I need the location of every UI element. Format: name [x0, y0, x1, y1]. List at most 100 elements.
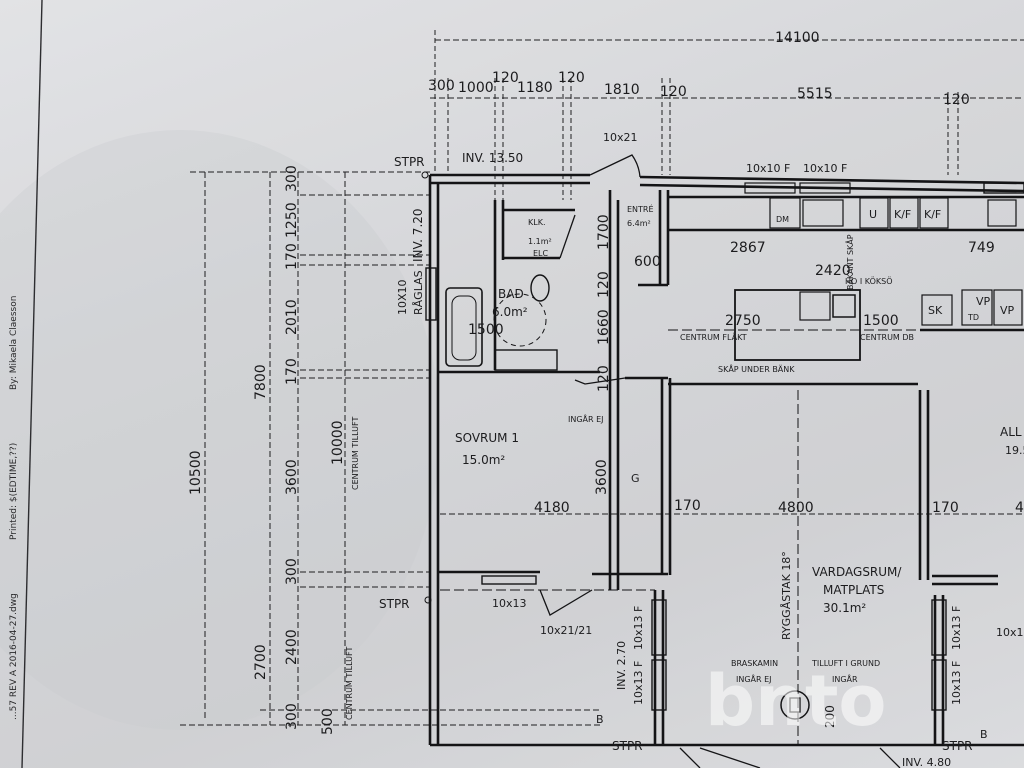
label-bank-skap: BAKANT SKÅP — [844, 234, 855, 290]
label-bad: BAD — [498, 287, 524, 301]
dim-300: 300 — [428, 78, 455, 94]
label-dm: DM — [776, 215, 789, 224]
dim-2867: 2867 — [730, 240, 766, 256]
label-u: U — [869, 208, 877, 221]
label-centrum-db: CENTRUM DB — [860, 333, 914, 342]
label-kf-1: K/F — [894, 208, 911, 221]
label-stpr-4: STPR — [942, 739, 973, 753]
dim-1500b: 1500 — [863, 313, 899, 329]
label-ryggastak: RYGGÅSTAK 18° — [780, 551, 793, 640]
label-tilluft-grund: TILLUFT I GRUND — [811, 659, 880, 668]
dim-170a: 170 — [284, 243, 300, 270]
dim-500: 500 — [320, 708, 336, 735]
label-inv-270: INV. 2.70 — [615, 641, 628, 690]
label-window-10x10f-b: 10x10 F — [803, 162, 847, 175]
dim-2010: 2010 — [284, 299, 300, 335]
dim-4180: 4180 — [534, 500, 570, 516]
windows — [425, 182, 1024, 711]
dim-600: 600 — [634, 254, 661, 270]
dim-170b: 170 — [284, 358, 300, 385]
dim-2400: 2400 — [284, 629, 300, 665]
label-sovrum-area: 15.0m² — [462, 453, 505, 467]
dim-4800: 4800 — [778, 500, 814, 516]
dim-1180: 1180 — [517, 80, 553, 96]
label-ingar-ej-1: INGÅR EJ — [568, 413, 604, 424]
label-matplats: MATPLATS — [823, 583, 884, 597]
label-raglas: RÅGLAS — [412, 270, 425, 315]
dim-1660: 1660 — [596, 309, 612, 345]
dim-10500: 10500 — [188, 450, 204, 495]
label-vp-1: VP — [976, 295, 991, 308]
label-b-2: B — [980, 728, 988, 741]
dim-1700: 1700 — [596, 214, 612, 250]
bath-sink — [494, 349, 558, 371]
label-b-1: B — [596, 713, 604, 726]
dim-120d: 120 — [943, 92, 970, 108]
label-g: G — [631, 472, 640, 485]
label-all-partial: ALL — [1000, 425, 1022, 439]
dim-5515: 5515 — [797, 86, 833, 102]
label-window-10x13: 10x13 — [492, 597, 527, 610]
label-inv-1350: INV. 13.50 — [462, 151, 523, 165]
sink-island — [832, 294, 856, 318]
label-vp-2: VP — [1000, 304, 1015, 317]
label-elc: ELC — [533, 249, 549, 258]
dim-749: 749 — [968, 240, 995, 256]
kitchen-units — [744, 182, 1023, 326]
centrum-tilluft-b: CENTRUM TILLUFT — [345, 647, 354, 720]
doors — [539, 154, 901, 768]
label-vardag-area: 30.1m² — [823, 601, 866, 615]
bathtub — [445, 287, 483, 367]
label-door-10x21-21: 10x21/21 — [540, 624, 592, 637]
label-stpr-2: STPR — [379, 597, 410, 611]
label-bad-area: 6.0m² — [492, 305, 528, 319]
dim-170c: 170 — [674, 498, 701, 514]
dim-2700: 2700 — [253, 644, 269, 680]
label-klk-area: 1.1m² — [528, 237, 552, 246]
walls — [428, 173, 1024, 747]
label-vardagsrum: VARDAGSRUM/ — [812, 565, 902, 579]
dim-2750: 2750 — [725, 313, 761, 329]
dim-1000: 1000 — [458, 80, 494, 96]
label-inv-480: INV. 4.80 — [902, 756, 951, 768]
label-window-10x13-partial: 10x13 — [996, 626, 1024, 639]
label-kf-2: K/F — [924, 208, 941, 221]
dim-300-mid: 300 — [284, 558, 300, 585]
label-door-10x21: 10x21 — [603, 131, 638, 144]
label-klk: KLK. — [528, 218, 546, 227]
fireplace — [780, 690, 810, 720]
dim-120c: 120 — [660, 84, 687, 100]
label-inv-720: INV. 7.20 — [411, 208, 425, 262]
label-sovrum: SOVRUM 1 — [455, 431, 519, 445]
label-window-10x13f-c: 10x13 F — [950, 606, 963, 650]
dim-total: 14100 — [775, 30, 820, 46]
dim-120a: 120 — [492, 70, 519, 86]
label-td: TD — [967, 313, 979, 322]
dim-120e: 120 — [596, 271, 612, 298]
dim-200: 200 — [823, 705, 837, 728]
label-window-10x13f-d: 10x13 F — [950, 661, 963, 705]
dim-2420: 2420 — [815, 263, 851, 279]
side-printed: Printed: $(EDTIME,??) — [9, 443, 19, 540]
label-skap-kok: HO I KÖKSÖ — [845, 276, 892, 286]
dim-300-top: 300 — [284, 165, 300, 192]
dim-300-bot: 300 — [284, 703, 300, 730]
label-entre-area: 6.4m² — [627, 219, 651, 228]
dim-120f: 120 — [596, 365, 612, 392]
label-centrum-flakt: CENTRUM FLÄKT — [680, 332, 747, 342]
dim-4-partial: 4 — [1015, 500, 1024, 516]
label-ingar-ej-2: INGÅR EJ — [736, 673, 772, 684]
label-stpr-1: STPR — [394, 155, 425, 169]
hob — [799, 291, 831, 321]
dim-1250: 1250 — [284, 202, 300, 238]
label-all-area-partial: 19.5 — [1005, 444, 1024, 457]
label-stpr-3: STPR — [612, 739, 643, 753]
dim-3600b: 3600 — [594, 459, 610, 495]
dim-1810: 1810 — [604, 82, 640, 98]
kitchen-island — [734, 289, 861, 361]
dim-120b: 120 — [558, 70, 585, 86]
dim-10000: 10000 — [330, 420, 346, 465]
label-skap-under-bank: SKÅP UNDER BÄNK — [718, 363, 795, 374]
